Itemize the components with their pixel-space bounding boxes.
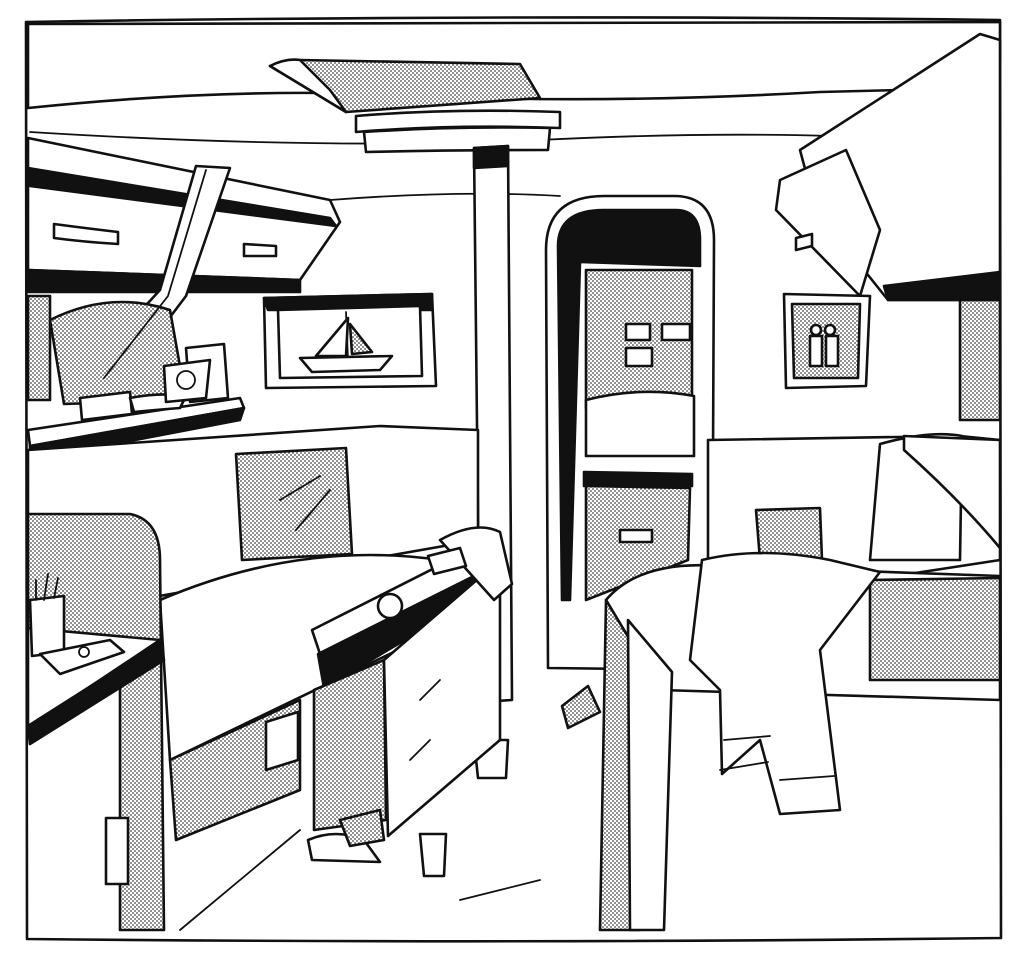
ceiling-hatch [268,58,542,114]
sailboat-picture [262,292,438,390]
draped-towel [688,551,882,816]
ceiling-light-fixture [354,109,562,154]
cabin-wall-shade [26,294,1002,422]
right-curtain [902,434,1002,550]
left-desk [26,512,166,932]
left-curtain-strap [48,164,232,406]
folding-table [310,526,514,878]
shoes-on-floor [306,684,602,864]
right-overhead-cabinet [774,32,1002,302]
cabin-floor [179,829,541,931]
forward-doorway [544,194,716,672]
family-picture [782,292,872,390]
